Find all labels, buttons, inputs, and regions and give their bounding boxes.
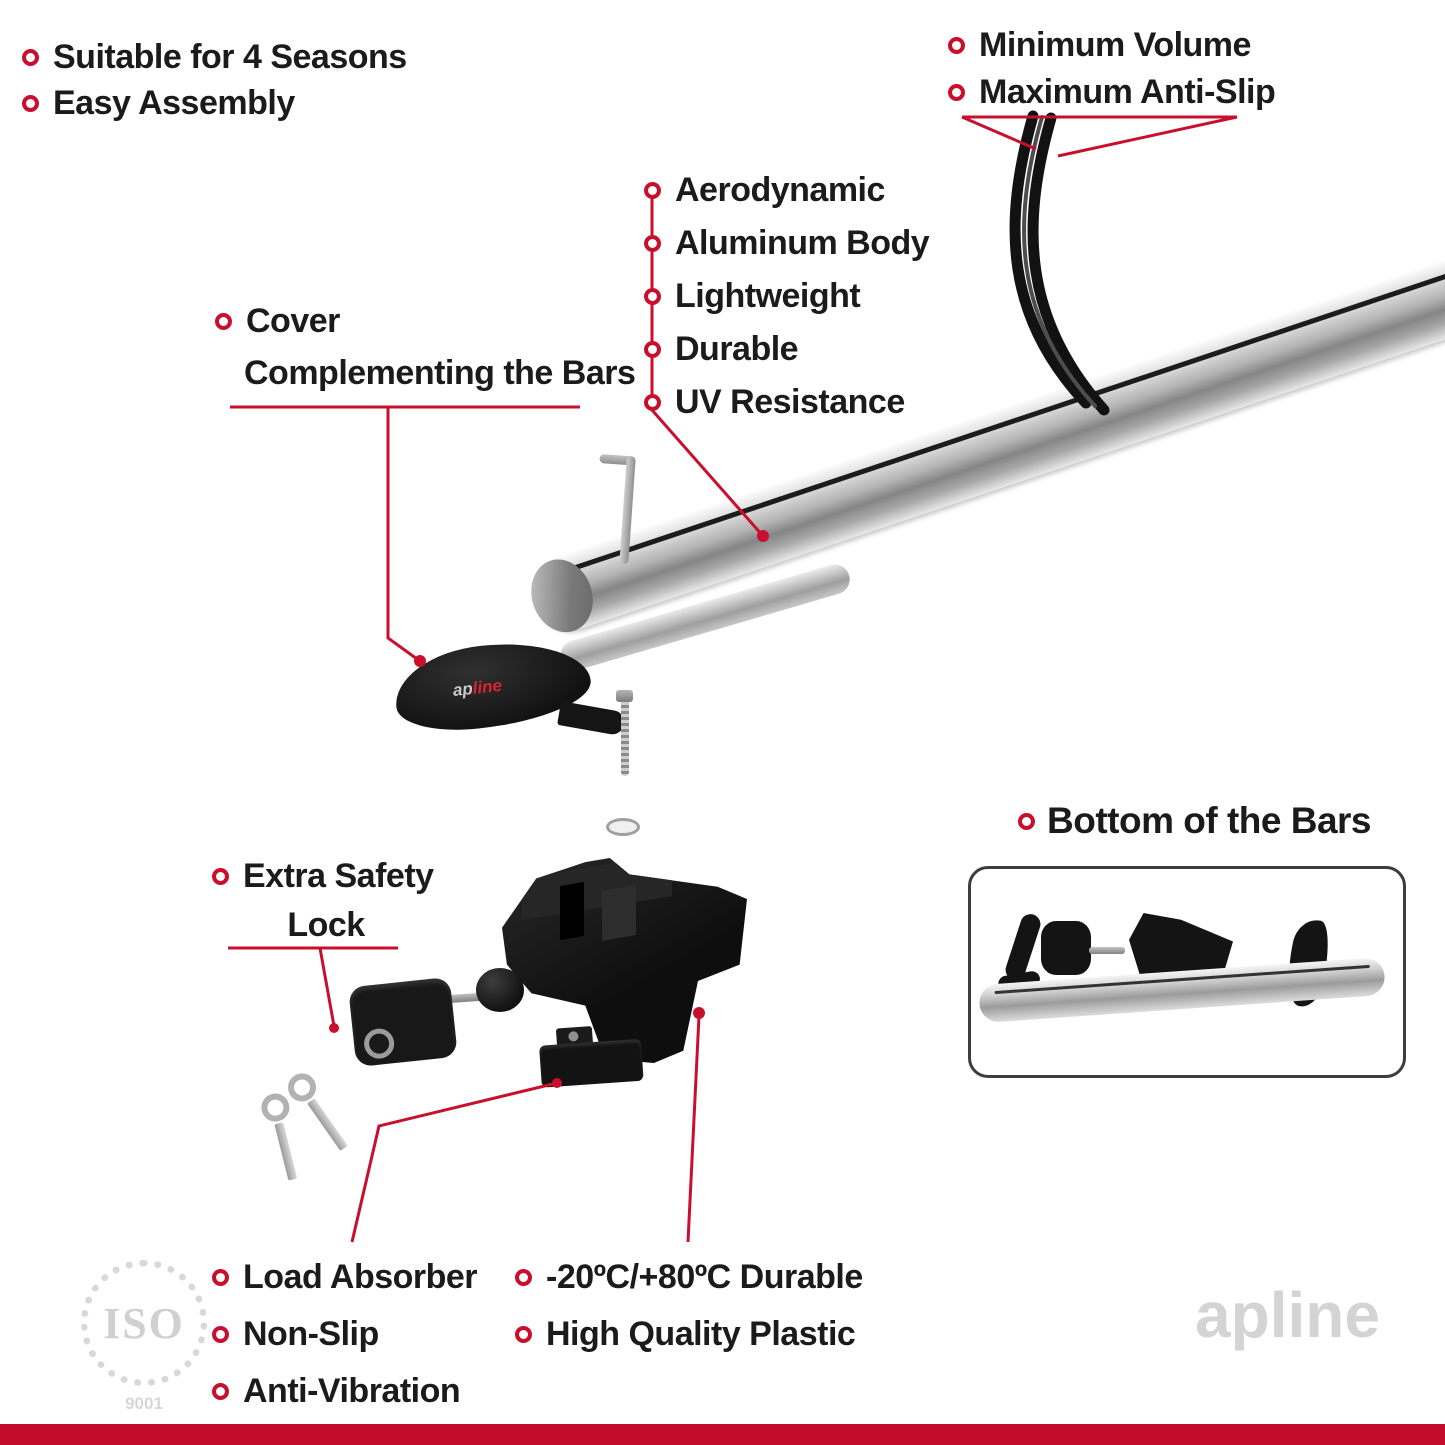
- feature-item: Suitable for 4 Seasons: [22, 34, 407, 80]
- key-blade: [307, 1097, 349, 1151]
- bottom-left-feature-list: Load Absorber Non-Slip Anti-Vibration: [212, 1249, 478, 1420]
- feature-label: Suitable for 4 Seasons: [53, 37, 407, 76]
- callout-label: Extra Safety: [243, 856, 434, 895]
- brand-logo-ap: ap: [451, 678, 474, 700]
- feature-label: UV Resistance: [675, 383, 905, 421]
- callout-label: Bottom of the Bars: [1047, 800, 1372, 841]
- feature-label: Non-Slip: [243, 1315, 379, 1353]
- feature-item: Maximum Anti-Slip: [948, 69, 1276, 116]
- watermark-ap: ap: [1195, 1279, 1270, 1351]
- bullet-ring-icon: [22, 48, 39, 66]
- feature-label: Aerodynamic: [675, 171, 885, 209]
- cover-callout-line1: Cover: [215, 297, 635, 345]
- top-right-feature-list: Minimum Volume Maximum Anti-Slip: [948, 22, 1276, 116]
- key-blade: [274, 1122, 298, 1181]
- bullet-ring-icon: [212, 1326, 229, 1343]
- lock-callout-line2: Lock: [287, 906, 365, 944]
- iso-number: 9001: [125, 1394, 163, 1413]
- bottom-center-feature-list: -20ºC/+80ºC Durable High Quality Plastic: [515, 1249, 863, 1363]
- watermark-line: line: [1269, 1279, 1380, 1351]
- feature-item: Lightweight: [644, 270, 929, 323]
- feature-item: Non-Slip: [212, 1306, 477, 1363]
- rubber-strip: [1009, 110, 1110, 416]
- iso-label: ISO: [103, 1298, 185, 1348]
- brand-logo-line: line: [471, 675, 503, 698]
- bolt-shaft: [621, 702, 629, 776]
- feature-label: Lightweight: [675, 277, 861, 315]
- foot-top-face: [522, 858, 672, 920]
- bullet-ring-icon: [948, 84, 965, 101]
- clamp-screw: [1089, 947, 1125, 954]
- bullet-ring-icon: [644, 288, 661, 305]
- bullet-ring-icon: [212, 1383, 229, 1400]
- feature-label: Aluminum Body: [675, 224, 930, 262]
- feature-item: UV Resistance: [644, 376, 929, 429]
- bullet-ring-icon: [644, 394, 661, 411]
- key-set: [258, 1046, 416, 1186]
- feature-label: -20ºC/+80ºC Durable: [546, 1258, 863, 1296]
- pad-body: [539, 1038, 644, 1088]
- feature-label: Minimum Volume: [979, 26, 1251, 64]
- feature-label: Anti-Vibration: [243, 1372, 461, 1410]
- end-cover: apline: [390, 623, 627, 772]
- feature-label: Durable: [675, 330, 799, 368]
- bullet-ring-icon: [948, 37, 965, 54]
- feature-item: High Quality Plastic: [515, 1306, 863, 1363]
- bullet-ring-icon: [644, 182, 661, 199]
- allen-key: [592, 448, 660, 574]
- iso-circle: ISO: [81, 1260, 207, 1386]
- top-left-feature-list: Suitable for 4 Seasons Easy Assembly: [22, 34, 407, 126]
- feature-item: -20ºC/+80ºC Durable: [515, 1249, 863, 1306]
- bolt-head: [616, 690, 633, 702]
- bullet-ring-icon: [212, 1269, 229, 1286]
- washer: [606, 818, 640, 836]
- foot-slot: [602, 885, 636, 941]
- bullet-ring-icon: [644, 235, 661, 252]
- allen-key-shaft: [619, 455, 636, 565]
- bullet-ring-icon: [22, 94, 39, 112]
- feature-item: Durable: [644, 323, 929, 376]
- bar-feature-list: Aerodynamic Aluminum Body Lightweight Du…: [644, 164, 930, 429]
- bullet-ring-icon: [644, 341, 661, 358]
- key-head: [258, 1090, 293, 1125]
- feature-label: Maximum Anti-Slip: [979, 73, 1276, 111]
- bottom-of-bars-box: [968, 866, 1406, 1078]
- brand-watermark: apline: [1195, 1278, 1380, 1352]
- cover-callout: Cover Complementing the Bars: [215, 297, 636, 393]
- iso-badge: ISO 9001: [76, 1260, 212, 1414]
- safety-lock: [348, 962, 550, 1072]
- foot-slot: [560, 881, 584, 941]
- feature-item: Aerodynamic: [644, 164, 929, 217]
- rubber-strip-end: [997, 911, 1044, 994]
- bullet-ring-icon: [215, 312, 232, 330]
- feature-item: Easy Assembly: [22, 80, 407, 126]
- callout-label: Cover: [246, 301, 340, 340]
- feature-item: Load Absorber: [212, 1249, 478, 1306]
- bullet-ring-icon: [515, 1326, 532, 1343]
- feature-item: Aluminum Body: [644, 217, 930, 270]
- feature-item: Anti-Vibration: [212, 1363, 477, 1420]
- feature-label: Easy Assembly: [53, 83, 295, 122]
- cover-callout-line2: Complementing the Bars: [244, 354, 636, 392]
- clamp-jaw: [1041, 921, 1091, 975]
- feature-label: Load Absorber: [243, 1258, 478, 1296]
- lock-knob: [476, 968, 524, 1012]
- feature-label: High Quality Plastic: [546, 1315, 856, 1353]
- mounting-bolt: [612, 690, 633, 776]
- footer-red-strip: [0, 1424, 1445, 1445]
- bullet-ring-icon: [515, 1269, 532, 1286]
- lock-callout: Extra Safety Lock: [212, 852, 434, 945]
- feature-item: Minimum Volume: [948, 22, 1275, 69]
- bullet-ring-icon: [212, 867, 229, 885]
- bullet-ring-icon: [1018, 812, 1035, 830]
- load-absorber-pad: [538, 1022, 650, 1093]
- lock-callout-line1: Extra Safety: [212, 852, 434, 900]
- bottom-of-bars-callout: Bottom of the Bars: [1018, 800, 1372, 842]
